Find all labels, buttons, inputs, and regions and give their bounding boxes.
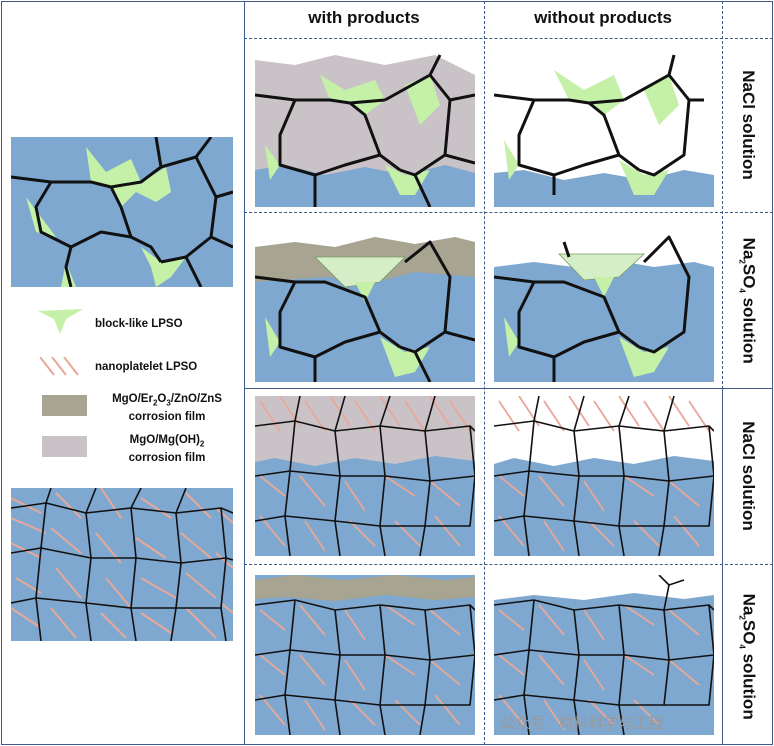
row-divider-3 [244,564,773,565]
label-column-divider-lower [722,388,723,745]
header-divider [244,38,773,39]
column-header-with-products: with products [308,8,420,27]
panel-na2so4-without-products-nano [494,575,714,735]
overview-block-lpso-panel [11,137,233,287]
legend-film-dark-swatch [42,395,87,416]
legend-film-dark-label: MgO/Er2O3/ZnO/ZnS corrosion film [112,393,222,424]
legend-nanoplatelet-label: nanoplatelet LPSO [95,361,198,373]
legend-film-light-swatch [42,436,87,457]
column-divider [484,1,485,745]
panel-nacl-with-products-block [255,54,475,207]
legend-block-lpso-label: block-like LPSO [95,318,183,330]
panel-na2so4-with-products-block [255,237,475,382]
label-column-divider [722,1,723,389]
left-column-divider [244,1,245,745]
column-header-without-products: without products [534,8,672,27]
legend-nanoplatelet-swatch [40,357,79,376]
row-divider-1 [244,212,773,213]
row-label-nacl-bottom: NaCl solution [739,421,758,531]
panel-na2so4-without-products-block [494,235,714,382]
section-divider [244,388,773,389]
watermark: 公众号 · 材料科学与工程 [500,715,664,732]
legend-block-lpso-swatch [38,309,83,334]
panel-nacl-without-products-block [494,54,714,207]
overview-nanoplatelet-panel [11,488,233,641]
panel-nacl-without-products-nano [494,396,714,556]
row-label-na2so4-bottom: Na2SO4 solution [737,593,759,720]
legend-film-light-label: MgO/Mg(OH)2 corrosion film [128,434,206,465]
panel-nacl-with-products-nano [255,396,475,556]
row-label-nacl-top: NaCl solution [739,70,758,180]
panel-na2so4-with-products-nano [255,575,475,735]
row-label-na2so4-top: Na2SO4 solution [737,237,759,364]
